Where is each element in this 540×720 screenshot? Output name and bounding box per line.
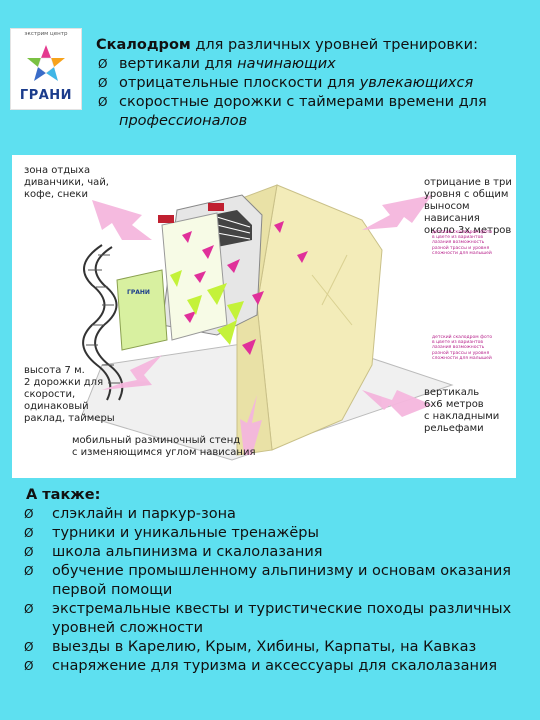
intro-block: Скалодром для различных уровней трениров…	[96, 36, 526, 131]
climbing-holds-magenta	[182, 221, 308, 355]
timer-icon	[158, 215, 174, 223]
arrow-bullet-icon: Ø	[24, 507, 34, 521]
logo-brand: ГРАНИ	[19, 88, 73, 103]
logo: экстрим центр ГРАНИ	[10, 28, 82, 110]
extras-item: Ø экстремальные квесты и туристические п…	[24, 601, 512, 636]
star-logo-icon	[27, 45, 65, 81]
arrow-bullet-icon: Ø	[24, 640, 34, 654]
label-vertical: вертикаль 6х6 метров с накладными рельеф…	[424, 387, 500, 434]
arrow-bullet-icon: Ø	[24, 602, 34, 616]
extras-item: Ø обучение промышленному альпинизму и ос…	[24, 563, 511, 598]
arrow-icon	[102, 355, 162, 390]
arrow-bullet-icon: Ø	[24, 545, 34, 559]
rest-zone-kiosk	[116, 269, 168, 351]
arrow-icon	[240, 395, 262, 455]
label-mobile-stand: мобильный разминочный стенд с изменяющим…	[72, 435, 256, 458]
tiny-note: детский скалодром фото в цвете из вариан…	[432, 230, 493, 256]
callout-arrows	[92, 195, 432, 455]
diagram-illustration	[81, 184, 454, 461]
arrow-icon	[92, 200, 152, 240]
arrow-bullet-icon: Ø	[98, 76, 108, 90]
climbing-holds-lime	[170, 270, 244, 345]
label-height: высота 7 м. 2 дорожки для скорости, один…	[24, 365, 115, 424]
arrow-bullet-icon: Ø	[98, 95, 108, 109]
arrow-bullet-icon: Ø	[24, 564, 34, 578]
extras-item: Ø турники и уникальные тренажёры	[24, 525, 319, 541]
arrow-icon	[362, 195, 432, 230]
extras-item: Ø выезды в Карелию, Крым, Хибины, Карпат…	[24, 639, 477, 655]
extras-item: Ø снаряжение для туризма и аксессуары дл…	[24, 658, 498, 674]
logo-caption: экстрим центр	[24, 31, 68, 37]
arrow-bullet-icon: Ø	[98, 57, 108, 71]
structure-brand: ГРАНИ	[127, 289, 150, 296]
extras-title: А также:	[26, 487, 101, 503]
climbing-wall-diagram: зона отдыха диванчики, чай, кофе, снеки …	[12, 155, 516, 478]
tiny-note: детский скалодром фото в цвете из вариан…	[432, 335, 493, 361]
label-overhang: отрицание в три уровня с общим выносом н…	[424, 177, 512, 236]
label-rest-zone: зона отдыха диванчики, чай, кофе, снеки	[24, 165, 109, 200]
intro-title: Скалодром для различных уровней трениров…	[96, 37, 478, 53]
arrow-icon	[362, 390, 432, 417]
timer-icon	[208, 203, 224, 211]
arrow-bullet-icon: Ø	[24, 526, 34, 540]
arrow-bullet-icon: Ø	[24, 659, 34, 673]
extras-item: Ø школа альпинизма и скалолазания	[24, 544, 323, 560]
